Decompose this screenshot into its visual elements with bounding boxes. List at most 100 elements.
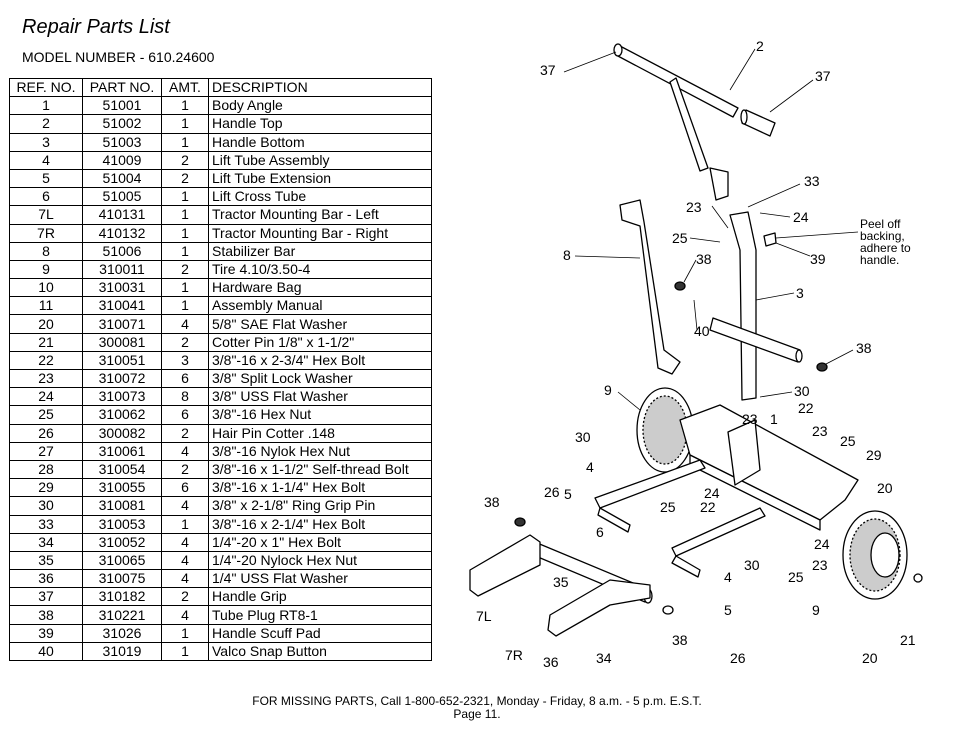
- diagram-label: 22: [700, 499, 716, 515]
- amt-cell: 1: [161, 96, 209, 116]
- description-cell: Stabilizer Bar: [208, 241, 432, 261]
- ref-no-cell: 33: [9, 514, 83, 534]
- ref-no-cell: 27: [9, 441, 83, 461]
- diagram-label: 35: [553, 574, 569, 590]
- diagram-label: 23: [812, 423, 828, 439]
- diagram-label: 38: [856, 340, 872, 356]
- ref-no-cell: 35: [9, 550, 83, 571]
- stabilizer-bar-drawing: [619, 199, 681, 375]
- description-cell: Lift Tube Extension: [208, 168, 432, 189]
- diagram-label: 26: [544, 484, 560, 500]
- model-number: MODEL NUMBER - 610.24600: [22, 49, 215, 65]
- part-no-cell: 51004: [82, 168, 162, 189]
- description-cell: Handle Bottom: [208, 132, 432, 152]
- diagram-label: 23: [686, 199, 702, 215]
- diagram-label: 2: [756, 38, 764, 54]
- handle-bottom-drawing: [709, 167, 803, 401]
- ref-no-cell: 37: [9, 587, 83, 607]
- amt-cell: 1: [161, 132, 209, 152]
- column-header-part-no: PART NO.: [82, 77, 162, 98]
- description-cell: 3/8" Split Lock Washer: [208, 368, 432, 389]
- diagram-label: 30: [794, 383, 810, 399]
- part-no-cell: 51003: [82, 132, 162, 152]
- diagram-label: 22: [798, 400, 814, 416]
- note-line: adhere to: [860, 241, 911, 255]
- note-line: Peel off: [860, 217, 901, 231]
- part-no-cell: 51006: [82, 241, 162, 261]
- ref-no-cell: 6: [9, 187, 83, 207]
- diagram-label: 37: [540, 62, 556, 78]
- description-cell: Lift Tube Assembly: [208, 150, 432, 170]
- diagram-label: 23: [812, 557, 828, 573]
- description-cell: 3/8"-16 x 2-3/4" Hex Bolt: [208, 350, 432, 371]
- diagram-label: 4: [586, 459, 594, 475]
- part-no-cell: 51002: [82, 114, 162, 134]
- mounting-bar-left-drawing: [469, 534, 541, 597]
- part-no-cell: 41009: [82, 150, 162, 170]
- description-cell: 3/8" USS Flat Washer: [208, 387, 432, 407]
- description-cell: Cotter Pin 1/8" x 1-1/2": [208, 332, 432, 352]
- description-cell: Handle Top: [208, 114, 432, 134]
- ref-no-cell: 10: [9, 278, 83, 298]
- handle-grip-drawing: [740, 109, 776, 137]
- scuff-pad-icon: [763, 232, 777, 247]
- part-no-cell: 310052: [82, 532, 162, 552]
- ref-no-cell: 7L: [9, 205, 83, 225]
- washer-icon: [913, 573, 923, 583]
- description-cell: 1/4"-20 Nylock Hex Nut: [208, 550, 432, 571]
- diagram-label: 25: [788, 569, 804, 585]
- part-no-cell: 310061: [82, 441, 162, 461]
- ref-no-cell: 39: [9, 623, 83, 643]
- column-header-amt: AMT.: [161, 77, 209, 98]
- ref-no-cell: 30: [9, 496, 83, 516]
- ref-no-cell: 29: [9, 478, 83, 498]
- column-header-description: DESCRIPTION: [208, 77, 432, 98]
- diagram-label: 20: [862, 650, 878, 666]
- diagram-label: 8: [563, 247, 571, 263]
- part-labels: 37 2 37 33 23 24 25 8 38 39 3 40 38 9 30…: [476, 38, 916, 670]
- part-no-cell: 310011: [82, 259, 162, 280]
- part-no-cell: 310051: [82, 350, 162, 371]
- leader-lines: [563, 48, 859, 411]
- amt-cell: 4: [161, 496, 209, 516]
- scuff-pad-note: Peel off backing, adhere to handle.: [860, 217, 911, 267]
- description-cell: Handle Grip: [208, 587, 432, 607]
- description-cell: 5/8" SAE Flat Washer: [208, 314, 432, 334]
- diagram-label: 33: [804, 173, 820, 189]
- part-no-cell: 310075: [82, 569, 162, 589]
- diagram-label: 40: [694, 323, 710, 339]
- ref-no-cell: 38: [9, 605, 83, 625]
- ref-no-cell: 2: [9, 114, 83, 134]
- part-no-cell: 310065: [82, 550, 162, 571]
- ref-no-cell: 5: [9, 168, 83, 189]
- diagram-label: 6: [596, 524, 604, 540]
- diagram-label: 4: [724, 569, 732, 585]
- diagram-label: 9: [604, 382, 612, 398]
- body-angle-drawing: [679, 404, 859, 531]
- description-cell: Tube Plug RT8-1: [208, 605, 432, 625]
- mounting-bar-right-drawing: [547, 579, 651, 637]
- diagram-label: 24: [704, 485, 720, 501]
- note-line: backing,: [860, 229, 905, 243]
- ref-no-cell: 36: [9, 569, 83, 589]
- diagram-label: 25: [840, 433, 856, 449]
- exploded-parts-diagram: 37 2 37 33 23 24 25 8 38 39 3 40 38 9 30…: [469, 38, 923, 670]
- part-no-cell: 310041: [82, 296, 162, 316]
- part-no-cell: 300081: [82, 332, 162, 352]
- description-cell: Handle Scuff Pad: [208, 623, 432, 643]
- amt-cell: 2: [161, 168, 209, 189]
